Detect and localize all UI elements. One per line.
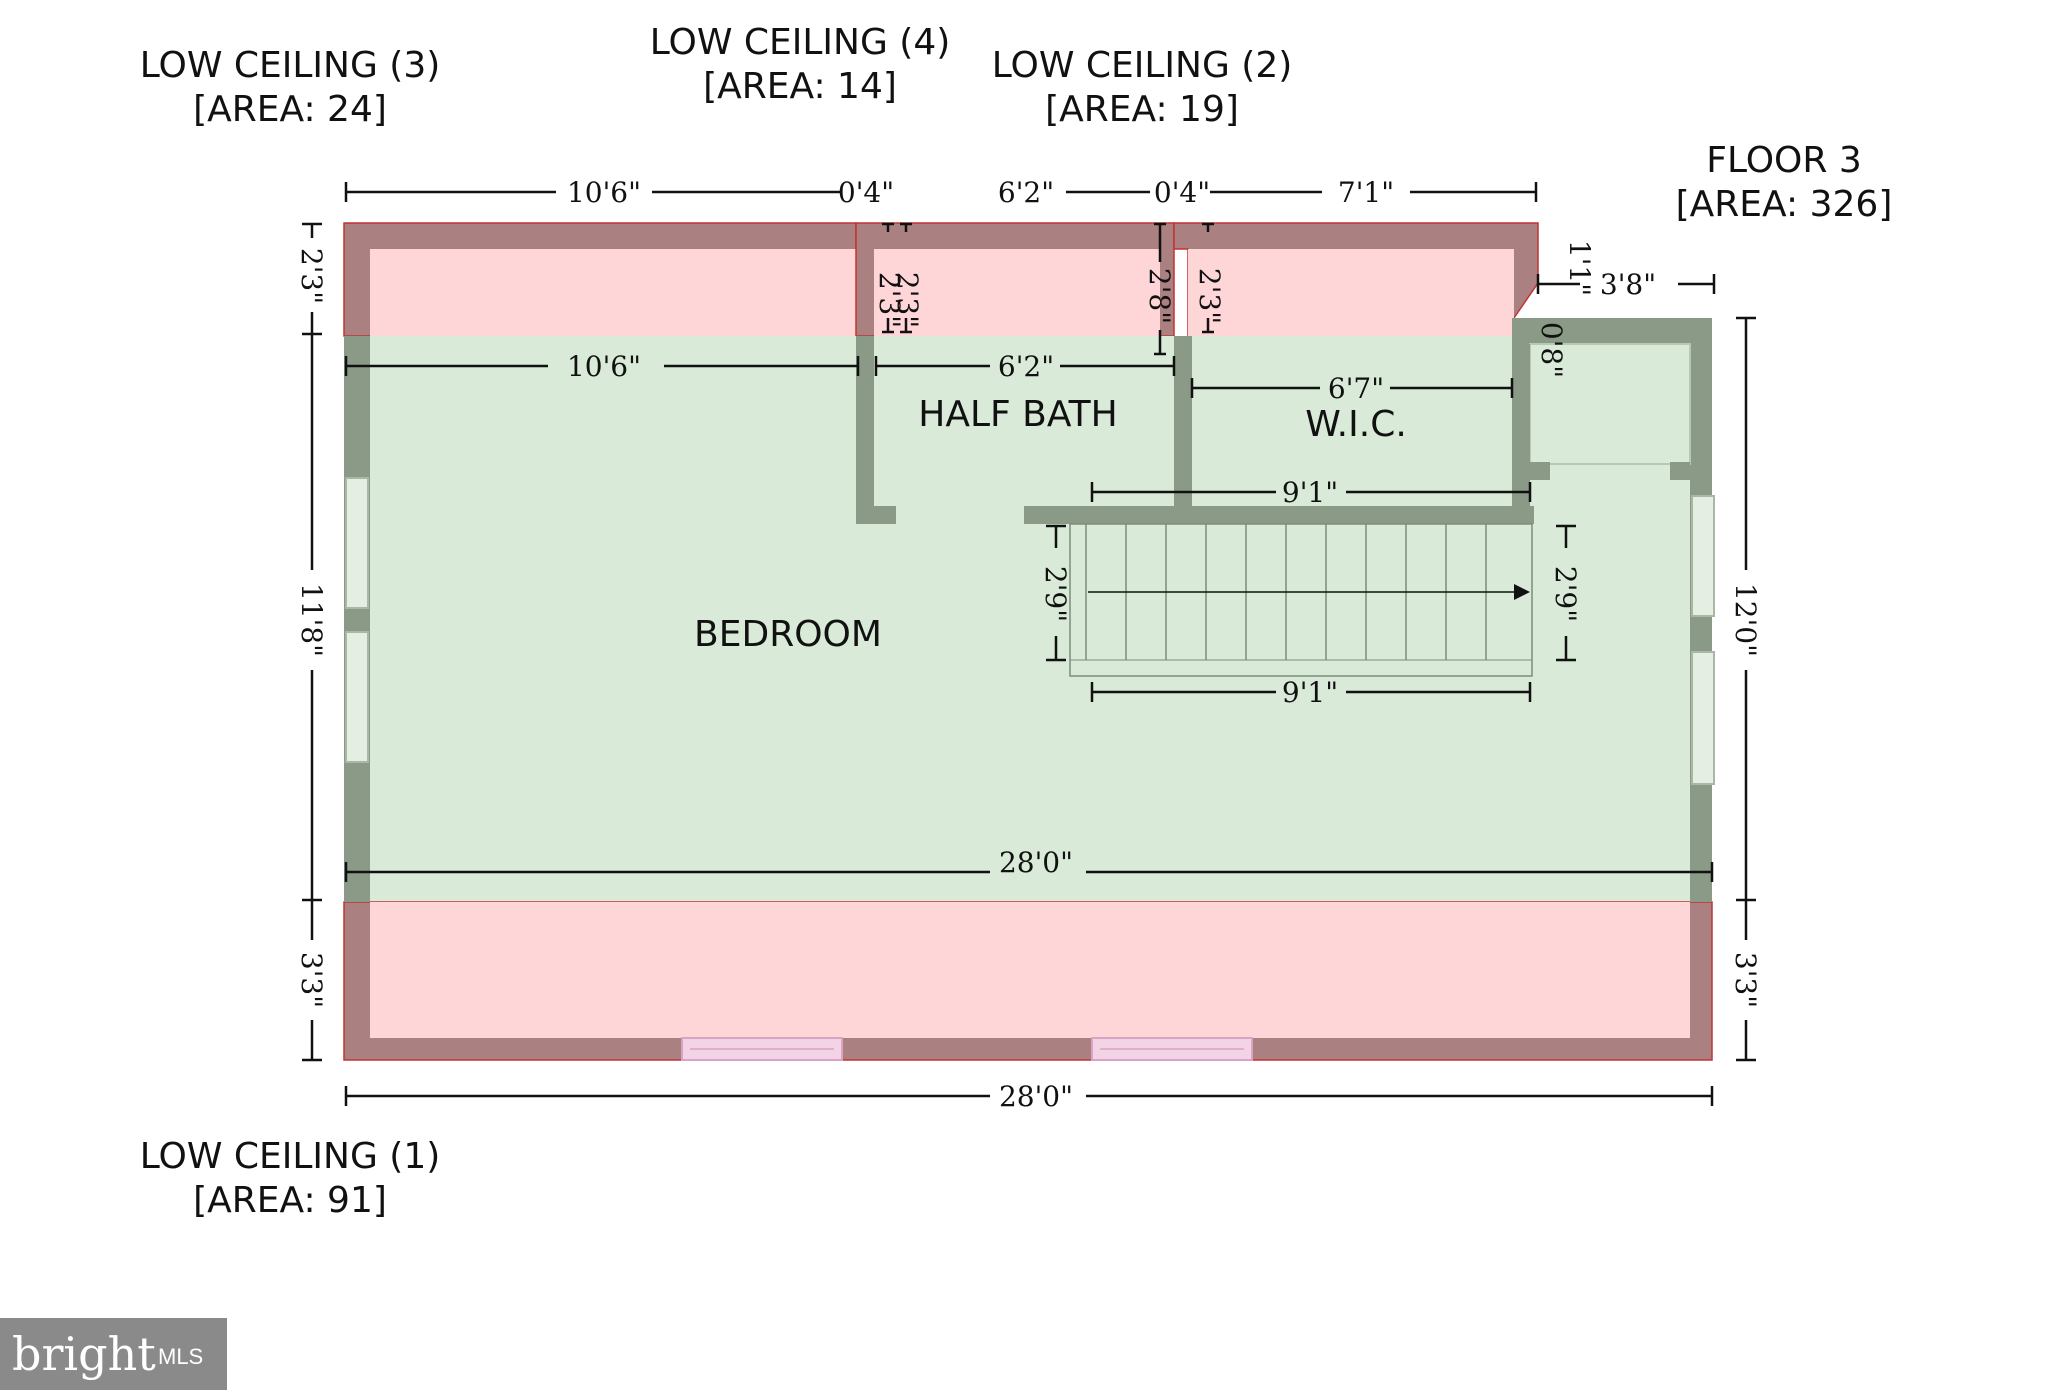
dim-bedroom-width: 28'0" bbox=[999, 846, 1073, 879]
bright-mls-logo: bright MLS bbox=[0, 1318, 227, 1390]
dim-right-bot: 3'3" bbox=[1729, 952, 1762, 1008]
dim-small-1: 2'3" bbox=[873, 272, 906, 328]
low-ceiling-2-area: [AREA: 19] bbox=[1045, 89, 1239, 130]
floor-3-name: FLOOR 3 bbox=[1706, 140, 1862, 181]
dimension-lines bbox=[302, 182, 1756, 1106]
dim-stair-left: 2'9" bbox=[1039, 566, 1072, 622]
dim-top-1: 10'6" bbox=[567, 176, 641, 209]
dim-stair-bottom: 9'1" bbox=[1282, 676, 1338, 709]
dim-total-width: 28'0" bbox=[999, 1080, 1073, 1113]
dim-right-small: 1'1" bbox=[1563, 240, 1596, 296]
room-half-bath: HALF BATH bbox=[918, 394, 1118, 435]
room-bedroom: BEDROOM bbox=[694, 614, 882, 655]
dim-stair-right: 2'9" bbox=[1549, 566, 1582, 622]
dim-right-top: 3'8" bbox=[1600, 268, 1656, 301]
dim-left-top: 2'3" bbox=[295, 248, 328, 304]
low-ceiling-1-label: LOW CEILING (1) [AREA: 91] bbox=[140, 1136, 441, 1221]
low-ceiling-4-label: LOW CEILING (4) [AREA: 14] bbox=[650, 22, 951, 107]
floor-3-area: [AREA: 326] bbox=[1676, 184, 1893, 225]
interior-walls bbox=[856, 336, 1690, 524]
dim-top-5: 7'1" bbox=[1338, 176, 1394, 209]
low-ceiling-3-zone bbox=[343, 222, 857, 337]
dim-top-2: 0'4" bbox=[838, 176, 894, 209]
low-ceiling-4-area: [AREA: 14] bbox=[703, 66, 897, 107]
dim-corner: 0'8" bbox=[1535, 322, 1568, 378]
low-ceiling-3-name: LOW CEILING (3) bbox=[140, 45, 441, 86]
dim-wic-width: 6'7" bbox=[1328, 372, 1384, 405]
low-ceiling-2-name: LOW CEILING (2) bbox=[992, 45, 1293, 86]
dim-left-mid: 11'8" bbox=[295, 583, 328, 657]
floor-3-label: FLOOR 3 [AREA: 326] bbox=[1676, 140, 1893, 225]
dim-top-4: 0'4" bbox=[1154, 176, 1210, 209]
dim-top-3: 6'2" bbox=[998, 176, 1054, 209]
dim-stair-top: 9'1" bbox=[1282, 476, 1338, 509]
staircase bbox=[1069, 523, 1533, 677]
low-ceiling-4-name: LOW CEILING (4) bbox=[650, 22, 951, 63]
dim-inner-2: 6'2" bbox=[998, 350, 1054, 383]
low-ceiling-3-area: [AREA: 24] bbox=[193, 89, 387, 130]
low-ceiling-3-label: LOW CEILING (3) [AREA: 24] bbox=[140, 45, 441, 130]
dim-small-2: 2'3" bbox=[891, 272, 924, 328]
stair-direction-arrow-icon bbox=[1514, 584, 1530, 600]
dim-small-3: 2'8" bbox=[1143, 268, 1176, 324]
windows bbox=[345, 477, 1715, 785]
dim-small-4: 2'3" bbox=[1193, 268, 1226, 324]
dim-inner-1: 10'6" bbox=[567, 350, 641, 383]
low-ceiling-1-zone bbox=[343, 901, 1713, 1061]
room-wic: W.I.C. bbox=[1305, 404, 1407, 445]
low-ceiling-2-zone bbox=[1173, 222, 1539, 355]
low-ceiling-4-zone bbox=[855, 222, 1175, 337]
dim-left-bot: 3'3" bbox=[295, 952, 328, 1008]
low-ceiling-2-label: LOW CEILING (2) [AREA: 19] bbox=[992, 45, 1293, 130]
low-ceiling-1-area: [AREA: 91] bbox=[193, 1180, 387, 1221]
main-floor bbox=[344, 318, 1712, 902]
logo-brand: bright bbox=[12, 1327, 156, 1381]
low-ceiling-1-name: LOW CEILING (1) bbox=[140, 1136, 441, 1177]
half-bath-doorway bbox=[896, 512, 1024, 522]
dim-right-mid: 12'0" bbox=[1729, 583, 1762, 657]
logo-suffix: MLS bbox=[158, 1344, 204, 1369]
